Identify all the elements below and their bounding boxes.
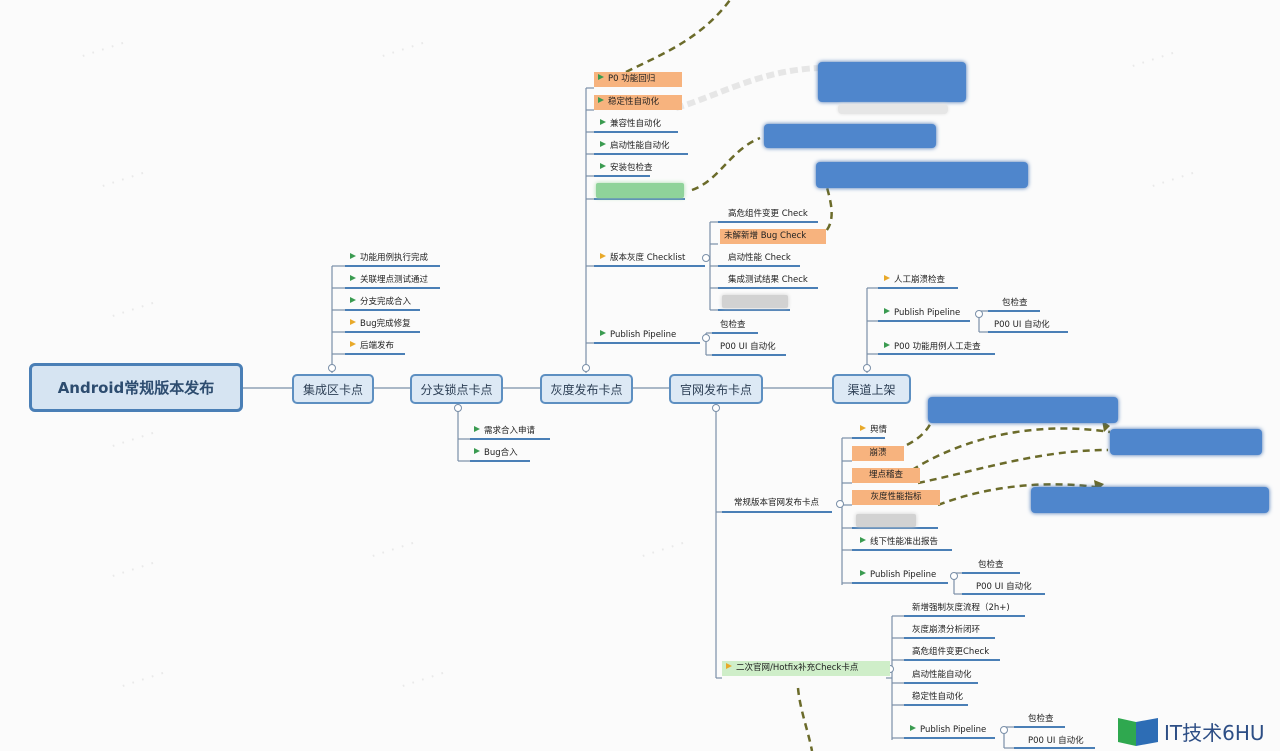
leaf-item[interactable]: 舆情 xyxy=(860,423,887,438)
leaf-item[interactable]: 灰度性能指标 xyxy=(852,490,940,505)
flag-icon xyxy=(860,425,866,431)
flag-icon xyxy=(600,253,606,259)
collapse-toggle[interactable] xyxy=(328,364,336,372)
leaf-item[interactable]: 包检查 xyxy=(720,320,746,330)
collapse-toggle[interactable] xyxy=(863,364,871,372)
flag-icon xyxy=(860,537,866,543)
leaf-item[interactable]: 包检查 xyxy=(1028,714,1054,724)
root-node[interactable]: Android常规版本发布 xyxy=(29,363,243,412)
flag-icon xyxy=(726,663,732,669)
leaf-item[interactable]: 灰度崩溃分析闭环 xyxy=(912,625,981,635)
leaf-item[interactable]: P00 UI 自动化 xyxy=(976,582,1032,592)
flag-icon xyxy=(350,275,356,281)
leaf-item[interactable]: 高危组件变更 Check xyxy=(728,209,808,219)
collapse-toggle[interactable] xyxy=(1000,726,1008,734)
flag-icon xyxy=(350,297,356,303)
leaf-item[interactable]: P00 功能用例人工走查 xyxy=(884,340,981,355)
leaf-item[interactable]: 线下性能准出报告 xyxy=(860,535,938,550)
leaf-item[interactable]: 人工崩溃检查 xyxy=(884,273,945,288)
flag-icon xyxy=(474,448,480,454)
flag-icon xyxy=(600,330,606,336)
leaf-item[interactable]: 包检查 xyxy=(1002,298,1028,308)
leaf-item[interactable]: 未解新增 Bug Check xyxy=(720,229,826,244)
collapse-toggle[interactable] xyxy=(712,404,720,412)
node-guanwang[interactable]: 官网发布卡点 xyxy=(669,374,763,404)
leaf-item[interactable]: Bug完成修复 xyxy=(350,317,411,332)
redacted-item xyxy=(722,295,788,308)
logo-icon xyxy=(1118,717,1158,746)
regular-check-node[interactable]: 常规版本官网发布卡点 xyxy=(734,498,820,508)
node-jicheng[interactable]: 集成区卡点 xyxy=(292,374,374,404)
leaf-item[interactable]: 兼容性自动化 xyxy=(600,117,661,132)
redacted-callout xyxy=(1110,429,1262,455)
redacted-callout xyxy=(764,124,936,148)
collapse-toggle[interactable] xyxy=(975,310,983,318)
flag-icon xyxy=(350,319,356,325)
leaf-item[interactable]: 稳定性自动化 xyxy=(912,692,964,702)
node-fenzhi[interactable]: 分支锁点卡点 xyxy=(410,374,503,404)
leaf-item[interactable]: 包检查 xyxy=(978,560,1004,570)
collapse-toggle[interactable] xyxy=(702,334,710,342)
flag-icon xyxy=(350,341,356,347)
leaf-item[interactable]: 安装包检查 xyxy=(600,161,653,176)
node-qudao[interactable]: 渠道上架 xyxy=(832,374,911,404)
leaf-item[interactable]: Bug合入 xyxy=(474,446,518,461)
collapse-toggle[interactable] xyxy=(582,364,590,372)
collapse-toggle[interactable] xyxy=(836,500,844,508)
redacted-callout xyxy=(928,397,1118,423)
leaf-item[interactable]: 需求合入申请 xyxy=(474,424,535,439)
flag-icon xyxy=(884,308,890,314)
leaf-item[interactable]: 崩溃 xyxy=(852,446,904,461)
leaf-item[interactable]: 启动性能自动化 xyxy=(600,139,670,154)
leaf-item[interactable]: 启动性能自动化 xyxy=(912,670,972,680)
site-logo: IT技术6HU xyxy=(1118,717,1265,746)
checklist-node[interactable]: 版本灰度 Checklist xyxy=(600,251,685,266)
leaf-item[interactable]: 集成测试结果 Check xyxy=(728,275,808,285)
flag-icon xyxy=(600,163,606,169)
flag-icon xyxy=(598,97,604,103)
flag-icon xyxy=(884,342,890,348)
redacted-item xyxy=(856,514,916,527)
flag-icon xyxy=(474,426,480,432)
logo-text: IT技术6HU xyxy=(1164,721,1265,745)
leaf-item[interactable]: 高危组件变更Check xyxy=(912,647,990,657)
flag-icon xyxy=(860,570,866,576)
leaf-item[interactable]: P00 UI 自动化 xyxy=(1028,736,1084,746)
node-huidu[interactable]: 灰度发布卡点 xyxy=(540,374,633,404)
pipeline-node[interactable]: Publish Pipeline xyxy=(860,568,936,583)
flag-icon xyxy=(910,725,916,731)
pipeline-node[interactable]: Publish Pipeline xyxy=(600,328,676,343)
leaf-item[interactable]: P00 UI 自动化 xyxy=(720,342,776,352)
leaf-item[interactable]: P0 功能回归 xyxy=(594,72,682,87)
collapse-toggle[interactable] xyxy=(702,254,710,262)
redacted-item xyxy=(596,183,684,198)
flag-icon xyxy=(350,253,356,259)
leaf-item[interactable]: 关联埋点测试通过 xyxy=(350,273,428,288)
collapse-toggle[interactable] xyxy=(950,572,958,580)
flag-icon xyxy=(884,275,890,281)
pipeline-node[interactable]: Publish Pipeline xyxy=(884,306,960,321)
flag-icon xyxy=(598,74,604,80)
leaf-item[interactable]: P00 UI 自动化 xyxy=(994,320,1050,330)
leaf-item[interactable]: 启动性能 Check xyxy=(728,253,791,263)
leaf-item[interactable]: 新增强制灰度流程（2h+) xyxy=(912,603,1010,613)
leaf-item[interactable]: 后端发布 xyxy=(350,339,394,354)
redacted-callout xyxy=(818,62,966,102)
leaf-item[interactable]: 埋点稽查 xyxy=(852,468,920,483)
flag-icon xyxy=(600,119,606,125)
hotfix-check-node[interactable]: 二次官网/Hotfix补充Check卡点 xyxy=(722,661,890,676)
redacted-callout xyxy=(816,162,1028,188)
flag-icon xyxy=(600,141,606,147)
redacted-callout xyxy=(1031,487,1269,513)
leaf-item[interactable]: 稳定性自动化 xyxy=(594,95,682,110)
collapse-toggle[interactable] xyxy=(454,404,462,412)
redacted-callout xyxy=(838,104,948,114)
leaf-item[interactable]: 分支完成合入 xyxy=(350,295,411,310)
leaf-item[interactable]: 功能用例执行完成 xyxy=(350,251,428,266)
pipeline-node[interactable]: Publish Pipeline xyxy=(910,723,986,738)
